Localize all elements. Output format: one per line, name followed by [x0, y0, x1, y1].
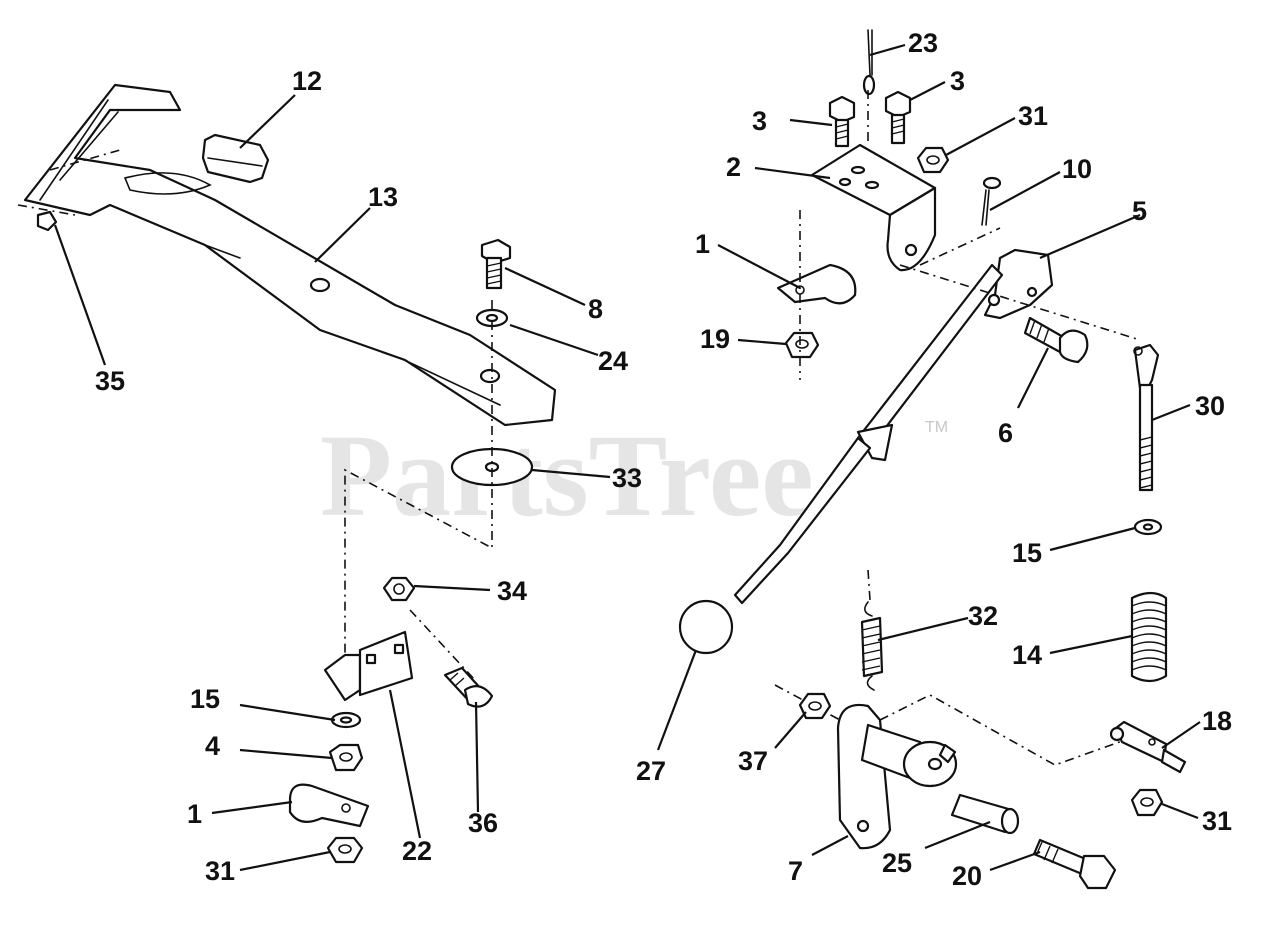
callout-12: 12	[292, 66, 322, 96]
callout-6: 6	[998, 418, 1013, 448]
leader-lines	[53, 43, 1201, 872]
part-1-clip-right[interactable]	[776, 263, 857, 305]
callout-31-bottom: 31	[1202, 806, 1232, 836]
callout-14: 14	[1012, 640, 1042, 670]
part-32-spring[interactable]	[860, 601, 884, 691]
part-35-clip[interactable]	[36, 210, 58, 232]
part-8-bolt[interactable]	[480, 238, 512, 290]
part-36-bolt[interactable]	[443, 666, 494, 708]
part-15-washer[interactable]	[330, 711, 362, 729]
callout-24: 24	[598, 346, 628, 376]
alignment-line-right	[799, 90, 1141, 601]
part-27-knob[interactable]	[678, 599, 734, 655]
callout-18: 18	[1202, 706, 1232, 736]
callout-2: 2	[726, 152, 741, 182]
part-22-bracket[interactable]	[323, 609, 476, 702]
callout-numbers: 12 13 35 8 24 33 34 15 4 1 31 22 36 23 3…	[95, 28, 1232, 891]
watermark-text: PartsTree	[320, 410, 814, 541]
part-31-nut[interactable]	[326, 836, 364, 864]
part-34-nut[interactable]	[382, 576, 416, 602]
part-5-lever[interactable]	[733, 248, 1054, 605]
callout-10: 10	[1062, 154, 1092, 184]
callout-23: 23	[908, 28, 938, 58]
callout-3-right: 3	[950, 66, 965, 96]
callout-31-left: 31	[205, 856, 235, 886]
callout-20: 20	[952, 861, 982, 891]
part-12-grip[interactable]	[201, 133, 270, 184]
callout-7: 7	[788, 856, 803, 886]
part-37-nut[interactable]	[798, 692, 832, 720]
callout-36: 36	[468, 808, 498, 838]
callout-4: 4	[205, 731, 220, 761]
part-20-bolt[interactable]	[1032, 838, 1117, 890]
callout-33: 33	[612, 463, 642, 493]
part-18-pin[interactable]	[1109, 720, 1187, 774]
callout-27: 27	[636, 756, 666, 786]
callout-3-left: 3	[752, 106, 767, 136]
part-2-bracket[interactable]	[810, 143, 937, 272]
callout-1-right: 1	[695, 229, 710, 259]
callout-5: 5	[1132, 196, 1147, 226]
part-14-spring[interactable]	[1130, 591, 1168, 683]
callout-30: 30	[1195, 391, 1225, 421]
part-25-spacer[interactable]	[950, 793, 1020, 835]
callout-25: 25	[882, 848, 912, 878]
part-4-nut[interactable]	[328, 743, 364, 772]
part-31-nut-top[interactable]	[916, 146, 950, 174]
part-6-bolt[interactable]	[1023, 316, 1089, 364]
callout-13: 13	[368, 182, 398, 212]
part-1-clip[interactable]	[288, 783, 370, 828]
alignment-line	[344, 300, 493, 665]
callout-34: 34	[497, 576, 527, 606]
watermark-trademark: TM	[925, 419, 948, 436]
callout-19: 19	[700, 324, 730, 354]
callout-15-left: 15	[190, 684, 220, 714]
callout-31-top: 31	[1018, 101, 1048, 131]
callout-1-left: 1	[187, 799, 202, 829]
callout-15-right: 15	[1012, 538, 1042, 568]
part-31-nut-bottom[interactable]	[1130, 788, 1164, 817]
part-30-eye-bolt[interactable]	[1133, 343, 1160, 492]
callout-37: 37	[738, 746, 768, 776]
callout-35: 35	[95, 366, 125, 396]
part-13-shift-plate[interactable]	[17, 83, 557, 427]
part-23-cotter-pin[interactable]	[862, 29, 876, 96]
callout-8: 8	[588, 294, 603, 324]
part-15-washer-right[interactable]	[1133, 518, 1163, 536]
part-7-arm[interactable]	[836, 703, 958, 850]
part-10-cotter-pin[interactable]	[981, 176, 1002, 226]
part-3-bolt-left[interactable]	[828, 95, 856, 148]
part-3-bolt-right[interactable]	[884, 90, 912, 145]
callout-32: 32	[968, 601, 998, 631]
part-19-nut[interactable]	[784, 331, 820, 359]
callout-22: 22	[402, 836, 432, 866]
